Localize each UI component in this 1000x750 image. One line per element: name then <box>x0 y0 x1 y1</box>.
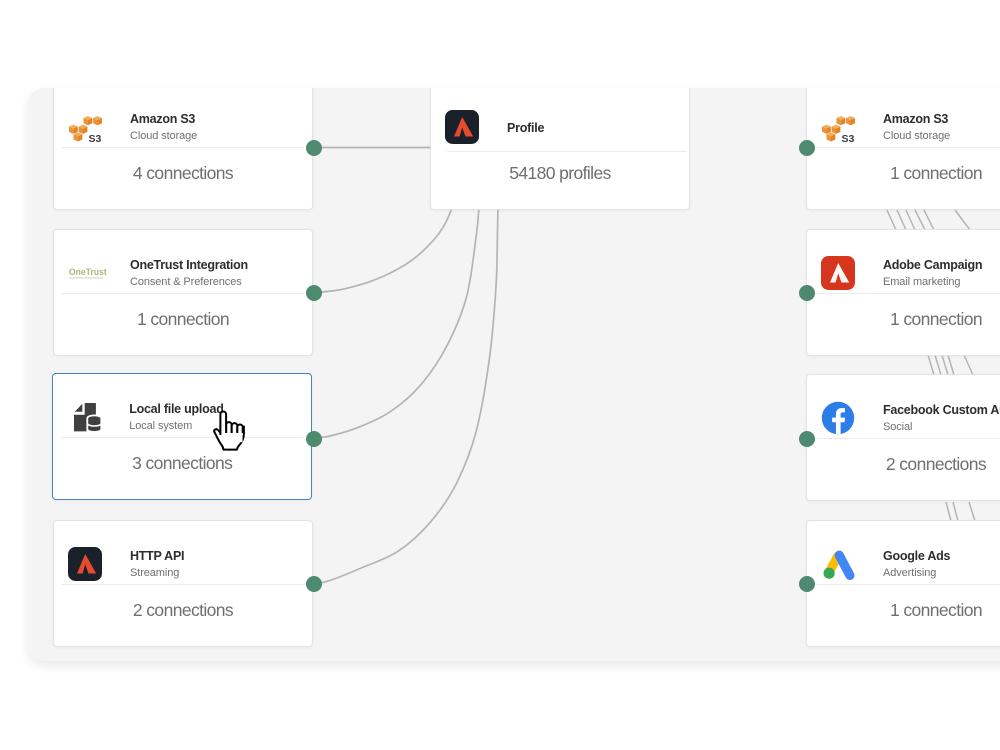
svg-text:OneTrust: OneTrust <box>69 267 107 277</box>
svg-text:S3: S3 <box>89 133 102 145</box>
svg-text:S3: S3 <box>842 133 855 145</box>
